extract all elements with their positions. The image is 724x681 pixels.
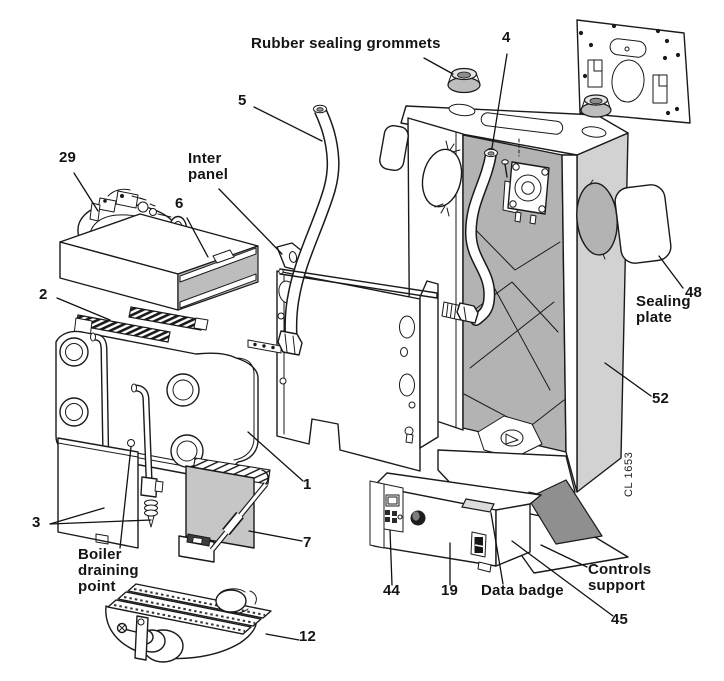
fan-top-fittings (89, 188, 157, 222)
callout-44: 44 (383, 582, 401, 599)
union-fitting-right (441, 301, 479, 324)
callout-29: 29 (59, 149, 77, 166)
burner-end-caps (116, 588, 257, 663)
collector-hood-6 (59, 213, 259, 311)
manifold-rod (247, 330, 303, 356)
callout-1: 1 (303, 476, 312, 493)
callout-45: 45 (611, 611, 629, 628)
callout-4: 4 (502, 29, 511, 46)
oval-access-plate (421, 140, 463, 217)
rubber-grommet-left (447, 67, 481, 94)
heat-exchanger-1 (55, 330, 259, 528)
pressure-switch (501, 138, 550, 225)
callout-inter-panel: Inter panel (188, 150, 229, 183)
control-knob (410, 510, 426, 526)
box-foot (477, 561, 492, 573)
panel-strut-bar (278, 268, 438, 299)
chamber-side-panel (57, 437, 139, 549)
data-badge-sticker (461, 498, 495, 513)
callout-5: 5 (238, 92, 247, 109)
callout-52: 52 (652, 390, 670, 407)
burner-12 (105, 583, 272, 663)
callout-sealing-plate: Sealing plate (636, 293, 691, 326)
leader-lines (49, 53, 684, 641)
sealing-plate-48 (614, 184, 672, 264)
callout-data-badge: Data badge (481, 582, 564, 599)
callout-rubber-sealing-grommets: Rubber sealing grommets (251, 35, 441, 52)
control-panel-44 (369, 480, 404, 549)
internal-pipe-4 (464, 148, 498, 326)
cleaning-tool (209, 469, 269, 552)
boiler-draining-point-hole (127, 439, 135, 447)
callout-48: 48 (685, 284, 703, 301)
callout-boiler-draining-point: Boiler draining point (78, 546, 139, 595)
callout-7: 7 (303, 534, 312, 551)
inter-panel (276, 242, 439, 472)
callout-2: 2 (39, 286, 48, 303)
callout-6: 6 (175, 195, 184, 212)
callout-controls-support: Controls support (588, 561, 652, 594)
callout-19: 19 (441, 582, 459, 599)
drawing-code: CL 1653 (623, 451, 635, 497)
hose-bracket (477, 415, 543, 459)
callout-12: 12 (299, 628, 317, 645)
control-box-19 (369, 472, 542, 573)
callout-3: 3 (32, 514, 41, 531)
pipe-boss (59, 337, 204, 468)
flue-pipe-5 (284, 104, 340, 337)
power-switch (470, 531, 487, 558)
combustion-panel-7 (178, 457, 271, 563)
baffle-plates-2 (73, 306, 209, 343)
rubber-grommet-right (580, 94, 612, 118)
